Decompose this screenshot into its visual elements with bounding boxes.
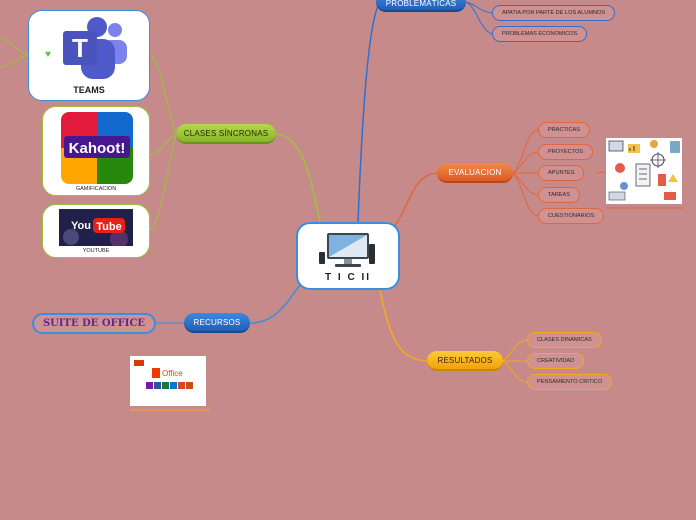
svg-text:Tube: Tube (96, 221, 121, 233)
leaf-suite-office[interactable]: SUITE DE OFFICE (32, 313, 156, 334)
leaf-pensamiento-critico[interactable]: PENSAMIENTO CRITICO (527, 374, 612, 390)
branch-resultados[interactable]: RESULTADOS (427, 351, 503, 371)
central-topic[interactable]: T I C II (296, 222, 400, 290)
heart-icon: ♥ (45, 49, 51, 60)
leaf-cuestionarios[interactable]: CUESTIONARIOS (538, 208, 604, 224)
branch-problematicas[interactable]: PROBLEMÁTICAS (376, 0, 466, 12)
central-topic-label: T I C II (325, 272, 371, 283)
teams-logo: T (57, 15, 131, 85)
kahoot-card[interactable]: Kahoot! GAMIFICACION (42, 106, 150, 196)
leaf-apatia[interactable]: APATIA POR PARTE DE LOS ALUMNOS (492, 5, 615, 21)
svg-text:Office: Office (162, 369, 183, 378)
computer-image (317, 230, 379, 270)
leaf-creatividad[interactable]: CREATIVIDAD (527, 353, 584, 369)
youtube-logo: You Tube (59, 209, 133, 246)
leaf-proyectos[interactable]: PROYECTOS (538, 144, 593, 160)
teams-card[interactable]: T ♥ TEAMS (28, 10, 150, 101)
leaf-problemas-economicos[interactable]: PROBLEMAS ECONOMICOS (492, 26, 587, 42)
leaf-tareas[interactable]: TAREAS (538, 187, 580, 203)
branch-clases-sincronas[interactable]: CLASES SÍNCRONAS (176, 124, 276, 144)
leaf-apuntes[interactable]: APUNTES (538, 165, 584, 181)
svg-text:Kahoot!: Kahoot! (69, 140, 126, 157)
youtube-label: YOUTUBE (43, 248, 149, 254)
office-logo-card: Office (130, 356, 206, 406)
svg-text:You: You (71, 220, 91, 232)
branch-evaluacion[interactable]: EVALUACION (437, 163, 513, 183)
kahoot-logo: Kahoot! (61, 112, 133, 184)
teams-label: TEAMS (29, 85, 149, 95)
gamificacion-label: GAMIFICACION (43, 186, 149, 192)
office-icon: Office (130, 356, 206, 406)
evaluation-icons-image (606, 138, 682, 204)
leaf-clases-dinamicas[interactable]: CLASES DINAMICAS (527, 332, 602, 348)
svg-text:T: T (72, 33, 88, 63)
youtube-card[interactable]: You Tube YOUTUBE (42, 204, 150, 258)
branch-recursos[interactable]: RECURSOS (184, 313, 250, 333)
leaf-practicas[interactable]: PRACTICAS (538, 122, 590, 138)
